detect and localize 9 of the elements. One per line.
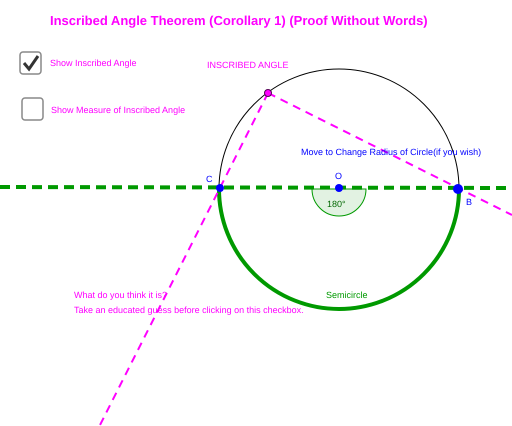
checkbox-label: Show Inscribed Angle xyxy=(50,58,137,69)
angle-measure: 180° xyxy=(327,199,346,210)
point-label: O xyxy=(335,171,342,182)
point-label: C xyxy=(206,174,212,185)
checkbox-label: Show Measure of Inscribed Angle xyxy=(51,105,186,116)
title: Inscribed Angle Theorem (Corollary 1) (Proof Without Words) xyxy=(50,13,428,28)
angle-label: INSCRIBED ANGLE xyxy=(207,60,289,71)
arc-label: Semicircle xyxy=(326,290,368,301)
point-label: B xyxy=(466,197,472,208)
